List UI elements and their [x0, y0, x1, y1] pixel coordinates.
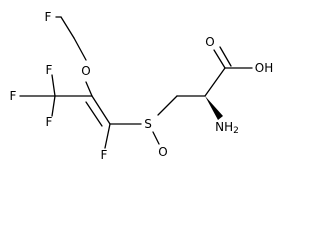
- atom-labels: F O F F F S O F O OH NH2: [10, 10, 274, 162]
- bond-ch2-diag: [60, 16, 75, 39]
- bond-cf3-f1: [51, 74, 56, 97]
- bond-s-ch2: [157, 95, 178, 116]
- atom-f-top: F: [45, 10, 52, 24]
- bonds: [19, 16, 253, 149]
- bond-alkene-2: [85, 101, 103, 127]
- bond-alkene-1: [91, 95, 111, 125]
- atom-nh2: NH2: [215, 120, 239, 136]
- bond-ch2-o: [73, 37, 87, 61]
- atom-o-sulfinyl: O: [158, 145, 167, 159]
- atom-f-cf3-mid: F: [10, 89, 17, 103]
- molecule-structure: F O F F F S O F O OH NH2: [10, 10, 274, 162]
- atom-oh: OH: [255, 61, 273, 75]
- bond-co-1: [213, 49, 226, 69]
- atom-f-cf3-top: F: [46, 63, 53, 77]
- atom-nh2-main: NH: [215, 120, 233, 134]
- atom-s: S: [144, 117, 152, 131]
- bond-c-f-vinyl: [104, 123, 111, 149]
- atom-nh2-subscript: 2: [233, 126, 239, 136]
- atom-f-vinyl: F: [101, 148, 108, 162]
- bond-cf3-f3: [51, 95, 56, 117]
- atom-f-cf3-bot: F: [46, 115, 53, 129]
- bond-co-2: [219, 46, 232, 67]
- atom-o-carbonyl: O: [205, 35, 214, 49]
- wedge-bond-nh2: [205, 96, 223, 120]
- bond-calpha-ccooh: [204, 67, 226, 97]
- bond-s-o: [152, 131, 160, 145]
- bond-o-c: [85, 81, 93, 97]
- atom-o-ether: O: [81, 64, 90, 78]
